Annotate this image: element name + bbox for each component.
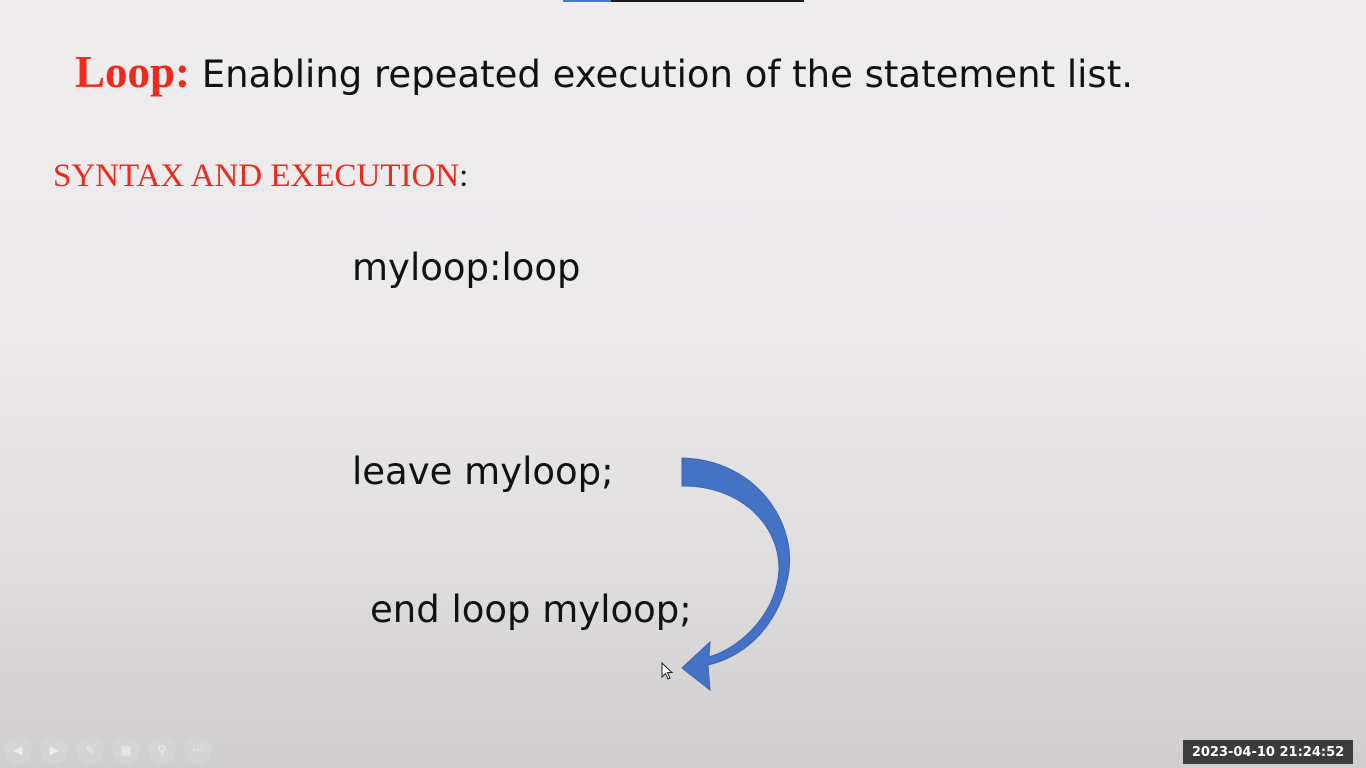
pointer-tools-icon: ▦	[120, 743, 132, 757]
code-line-end-loop: end loop myloop;	[370, 588, 692, 631]
title-description: Enabling repeated execution of the state…	[190, 53, 1133, 96]
curved-arrow-icon	[681, 457, 791, 692]
slide-progress-bar	[563, 0, 804, 2]
slide-progress-fill	[563, 0, 612, 2]
recording-timestamp: 2023-04-10 21:24:52	[1183, 740, 1353, 764]
section-heading-colon: :	[459, 158, 469, 194]
mouse-cursor-icon	[661, 662, 674, 680]
pen-tool-button[interactable]: ✎	[76, 736, 104, 764]
slide-title: Loop: Enabling repeated execution of the…	[75, 46, 1133, 98]
previous-slide-button[interactable]: ◀	[4, 736, 32, 764]
zoom-icon: ⚲	[157, 743, 167, 757]
code-line-leave: leave myloop;	[352, 450, 614, 493]
more-options-button[interactable]: ⋯	[184, 736, 212, 764]
more-options-icon: ⋯	[192, 743, 204, 757]
next-slide-button[interactable]: ▶	[40, 736, 68, 764]
pointer-tools-button[interactable]: ▦	[112, 736, 140, 764]
code-line-loop-start: myloop:loop	[352, 246, 581, 289]
section-heading: SYNTAX AND EXECUTION:	[53, 158, 468, 195]
zoom-button[interactable]: ⚲	[148, 736, 176, 764]
presentation-toolbar: ◀ ▶ ✎ ▦ ⚲ ⋯	[4, 736, 212, 764]
title-keyword: Loop:	[75, 47, 191, 97]
previous-icon: ◀	[13, 743, 23, 757]
section-heading-text: SYNTAX AND EXECUTION	[53, 158, 460, 194]
next-icon: ▶	[49, 743, 59, 757]
pen-icon: ✎	[84, 743, 96, 757]
